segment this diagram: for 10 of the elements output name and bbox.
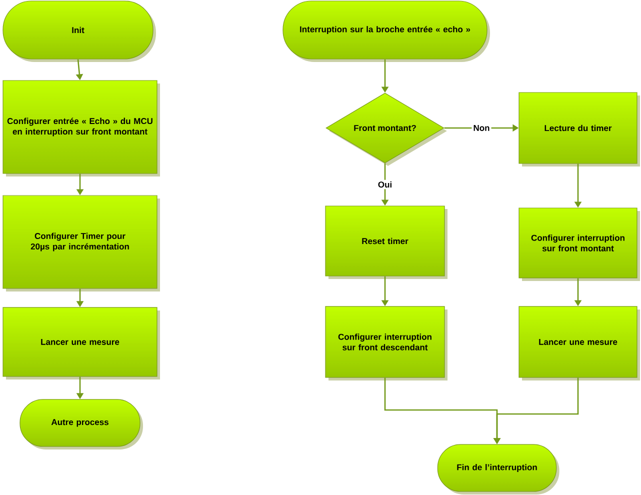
process-box: Configurer entrée « Echo » du MCU en interruption sur front montant (2, 80, 160, 176)
process-box: Reset timer (325, 206, 448, 279)
process-box: Configurer interruption sur front montant (518, 208, 640, 281)
process-box: Lecture du timer (518, 92, 640, 166)
process-box: Configurer Timer pour 20µs par incrémentation (2, 195, 160, 292)
edge-label: Non (474, 125, 490, 131)
edge-label: Oui (378, 181, 392, 188)
process-box: Lancer une mesure (2, 307, 160, 380)
process-box: Lancer une mesure (518, 306, 640, 380)
process-box: Configurer interruption sur front descendant (325, 306, 448, 380)
